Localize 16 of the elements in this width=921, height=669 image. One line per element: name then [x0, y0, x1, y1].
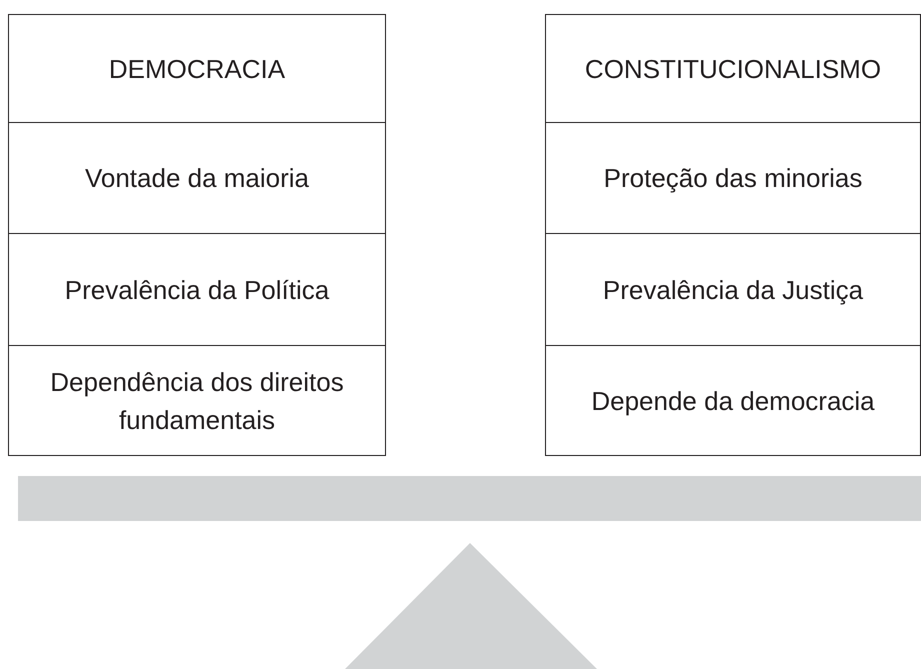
table-cell [8, 122, 386, 234]
cell-text: Dependência dos direitos fundamentais [49, 366, 345, 436]
column-heading: DEMOCRACIA [108, 52, 286, 86]
cell-text: Depende da democracia [590, 384, 876, 418]
table-cell [545, 345, 921, 456]
table-cell [545, 122, 921, 234]
table-cell [8, 233, 386, 346]
cell-text: Vontade da maioria [84, 162, 310, 196]
table-cell [8, 345, 386, 456]
cell-text: Proteção das minorias [602, 162, 864, 196]
header-cell [8, 14, 386, 124]
header-cell [545, 14, 921, 124]
cell-text: Prevalência da Política [64, 274, 330, 307]
cell-text: Prevalência da Justiça [602, 274, 864, 307]
column-heading: CONSTITUCIONALISMO [584, 52, 882, 86]
table-cell [545, 233, 921, 346]
